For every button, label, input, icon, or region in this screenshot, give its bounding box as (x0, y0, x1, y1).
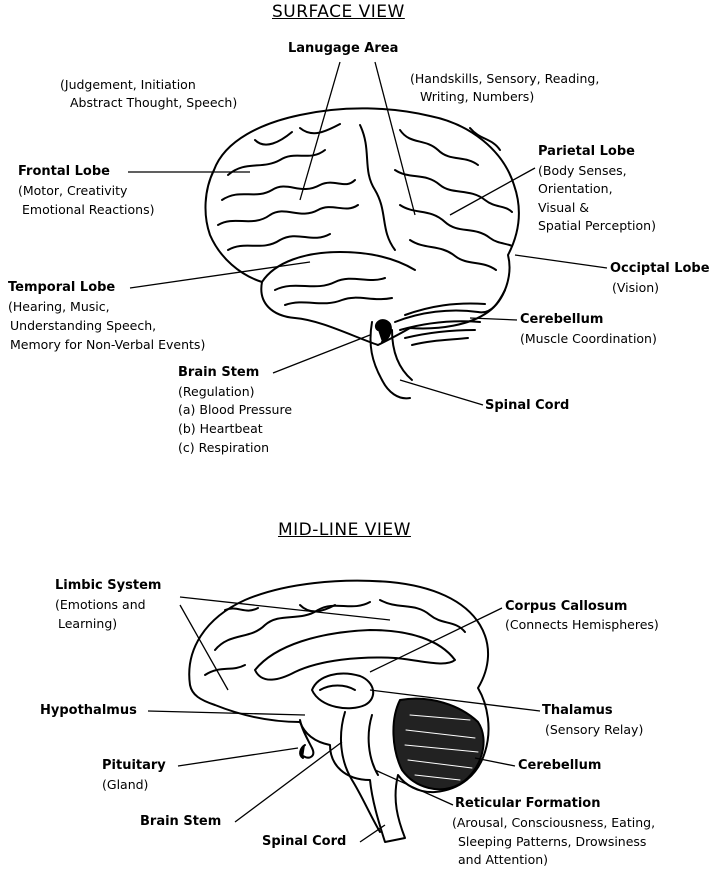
brain-stem-desc-3: (b) Heartbeat (178, 420, 263, 438)
limbic-system-desc-1: (Emotions and (55, 596, 146, 614)
pituitary-label: Pituitary (102, 757, 166, 775)
midline-brain-stem-label: Brain Stem (140, 813, 221, 831)
frontal-function-desc-1: (Judgement, Initiation (60, 76, 196, 94)
temporal-lobe-label: Temporal Lobe (8, 279, 115, 297)
parietal-lobe-label: Parietal Lobe (538, 143, 635, 161)
limbic-system-label: Limbic System (55, 577, 161, 595)
brain-stem-desc-4: (c) Respiration (178, 439, 269, 457)
language-function-desc-2: Writing, Numbers) (420, 88, 534, 106)
surface-spinal-cord-label: Spinal Cord (485, 397, 569, 415)
language-function-desc-1: (Handskills, Sensory, Reading, (410, 70, 599, 88)
reticular-formation-desc-2: Sleeping Patterns, Drowsiness (458, 833, 646, 851)
reticular-formation-desc-1: (Arousal, Consciousness, Eating, (452, 814, 655, 832)
corpus-callosum-desc: (Connects Hemispheres) (505, 616, 659, 634)
surface-cerebellum-label: Cerebellum (520, 311, 603, 329)
reticular-formation-desc-3: and Attention) (458, 851, 548, 869)
temporal-lobe-desc-3: Memory for Non-Verbal Events) (10, 336, 205, 354)
temporal-lobe-desc-1: (Hearing, Music, (8, 298, 110, 316)
surface-brain-drawing (205, 108, 518, 398)
temporal-lobe-desc-2: Understanding Speech, (10, 317, 156, 335)
corpus-callosum-label: Corpus Callosum (505, 598, 627, 616)
language-area-label: Lanugage Area (288, 40, 398, 58)
pituitary-desc: (Gland) (102, 776, 148, 794)
parietal-lobe-desc-4: Spatial Perception) (538, 217, 656, 235)
brain-stem-desc-2: (a) Blood Pressure (178, 401, 292, 419)
midline-spinal-cord-label: Spinal Cord (262, 833, 346, 851)
surface-cerebellum-desc: (Muscle Coordination) (520, 330, 657, 348)
limbic-system-desc-2: Learning) (58, 615, 117, 633)
surface-brain-stem-label: Brain Stem (178, 364, 259, 382)
surface-view-title: SURFACE VIEW (272, 2, 405, 22)
occipital-lobe-desc: (Vision) (612, 279, 659, 297)
thalamus-desc: (Sensory Relay) (545, 721, 643, 739)
occipital-lobe-label: Occiptal Lobe (610, 260, 710, 278)
frontal-function-desc-2: Abstract Thought, Speech) (70, 94, 237, 112)
hypothalamus-label: Hypothalmus (40, 702, 137, 720)
midline-view-title: MID-LINE VIEW (278, 520, 411, 540)
brain-stem-desc-1: (Regulation) (178, 383, 255, 401)
thalamus-label: Thalamus (542, 702, 613, 720)
frontal-lobe-desc-2: Emotional Reactions) (22, 201, 154, 219)
frontal-lobe-label: Frontal Lobe (18, 163, 110, 181)
frontal-lobe-desc-1: (Motor, Creativity (18, 182, 127, 200)
parietal-lobe-desc-2: Orientation, (538, 180, 613, 198)
parietal-lobe-desc-3: Visual & (538, 199, 589, 217)
parietal-lobe-desc-1: (Body Senses, (538, 162, 627, 180)
midline-cerebellum-label: Cerebellum (518, 757, 601, 775)
reticular-formation-label: Reticular Formation (455, 795, 601, 813)
midline-brain-drawing (189, 581, 488, 842)
